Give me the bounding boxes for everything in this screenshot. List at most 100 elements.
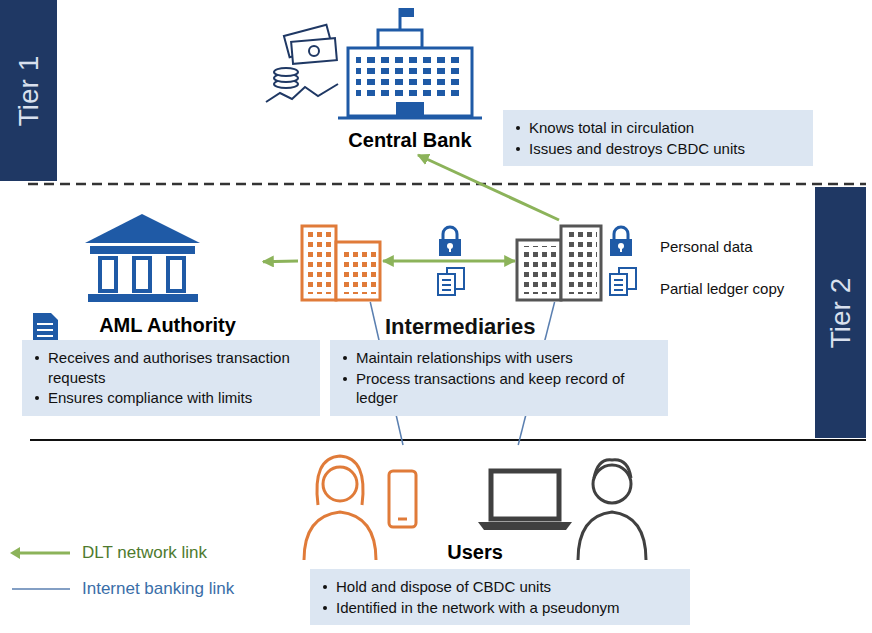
callout-box: Maintain relationships with usersProcess… bbox=[330, 340, 668, 416]
tier-divider bbox=[28, 184, 866, 440]
user-woman-icon-part bbox=[304, 512, 376, 560]
central-bank: Central Bank bbox=[330, 5, 490, 155]
dlt-link bbox=[263, 260, 298, 264]
money-icon bbox=[266, 25, 338, 102]
ledger-icon bbox=[610, 268, 636, 295]
intermediary-building-grey-part bbox=[517, 240, 561, 300]
callout-box: Receives and authorises transaction requ… bbox=[22, 340, 320, 416]
legend-item: DLT network link bbox=[10, 543, 207, 563]
lock-icon-part bbox=[449, 247, 451, 252]
callout-box: Hold and dispose of CBDC unitsIdentified… bbox=[310, 569, 690, 625]
document-icon-part bbox=[37, 323, 53, 325]
laptop-icon-part bbox=[491, 471, 559, 519]
legend-arrowhead bbox=[10, 547, 20, 559]
aml-authority: AML Authority bbox=[28, 205, 263, 340]
node-title: AML Authority bbox=[99, 314, 236, 337]
phone-icon-part bbox=[398, 518, 407, 521]
intermediary-building-orange-part bbox=[306, 232, 333, 294]
bank-icon-part bbox=[338, 117, 482, 120]
legend-text: Internet banking link bbox=[82, 579, 234, 599]
bullet-text: Hold and dispose of CBDC units bbox=[320, 577, 680, 597]
aml-temple-icon-part bbox=[85, 214, 200, 243]
user-man-icon bbox=[578, 460, 646, 560]
bullet-text: Issues and destroys CBDC units bbox=[513, 139, 803, 159]
icon-label: Partial ledger copy bbox=[660, 280, 784, 297]
intermediary-building-grey bbox=[517, 226, 601, 300]
users-group: Users bbox=[295, 445, 655, 567]
bullet-text: Ensures compliance with limits bbox=[32, 388, 310, 408]
lock-icon-part bbox=[610, 239, 632, 256]
intermediary-building bbox=[298, 220, 383, 302]
legend-line bbox=[12, 588, 70, 590]
ledger-icon-part bbox=[610, 274, 627, 295]
intermediary-building-grey-part bbox=[565, 232, 597, 294]
intermediary-building-grey-part bbox=[522, 246, 557, 294]
bullet-text: Maintain relationships with users bbox=[340, 348, 658, 368]
intermediary-building-orange-part bbox=[336, 242, 380, 300]
laptop-icon-part bbox=[478, 522, 572, 530]
ledger-icon-part bbox=[442, 284, 451, 286]
user-woman-icon-part bbox=[323, 467, 357, 501]
bank-icon-part bbox=[348, 48, 472, 116]
lock-icon-part bbox=[443, 227, 457, 239]
aml-temple-icon bbox=[85, 214, 200, 302]
lock-icon-part bbox=[620, 247, 622, 252]
ledger-icon-part bbox=[614, 289, 623, 291]
legend-text: DLT network link bbox=[82, 543, 207, 563]
bullet-text: Receives and authorises transaction requ… bbox=[32, 348, 310, 387]
intermediary-building-grey-part bbox=[561, 226, 601, 300]
aml-temple-icon-part bbox=[100, 258, 116, 291]
money-icon-part bbox=[266, 84, 338, 102]
lock-icon-part bbox=[439, 239, 461, 256]
tier-label: Tier 2 bbox=[825, 277, 857, 348]
legend-line-sample bbox=[10, 582, 72, 596]
group-heading: Intermediaries bbox=[382, 314, 538, 340]
aml-temple-icon-part bbox=[90, 246, 195, 254]
aml-temple-icon-part bbox=[134, 258, 150, 291]
ledger-icon-part bbox=[442, 289, 451, 291]
document-icon-part bbox=[37, 329, 53, 331]
phone-icon bbox=[389, 471, 416, 527]
ledger-icon bbox=[438, 268, 464, 295]
laptop-icon bbox=[478, 471, 572, 530]
callout-box: Knows total in circulationIssues and des… bbox=[503, 110, 813, 166]
intermediary-building-orange-part bbox=[302, 226, 336, 300]
lock-icon-part bbox=[614, 227, 628, 239]
bank-icon-part bbox=[396, 102, 424, 116]
ledger-icon-part bbox=[442, 279, 451, 281]
user-woman-icon bbox=[304, 456, 376, 560]
tier-band: Tier 1 bbox=[0, 0, 57, 181]
node-title: Users bbox=[447, 541, 503, 564]
legend-line-sample bbox=[10, 546, 72, 560]
intermediary-building-orange-part bbox=[341, 248, 376, 294]
lock-icon bbox=[439, 227, 461, 256]
tier-divider-part bbox=[30, 439, 866, 441]
user-man-icon-part bbox=[578, 512, 646, 560]
document-icon-part bbox=[33, 313, 58, 342]
ledger-icon-part bbox=[438, 274, 455, 295]
ledger-icon-part bbox=[614, 284, 623, 286]
bank-icon-part bbox=[400, 8, 414, 17]
money-icon-part bbox=[274, 68, 298, 76]
bullet-text: Knows total in circulation bbox=[513, 118, 803, 138]
document-icon bbox=[33, 313, 58, 342]
bank-icon-part bbox=[378, 30, 422, 48]
bank-icon-part bbox=[356, 56, 464, 100]
bullet-text: Identified in the network with a pseudon… bbox=[320, 598, 680, 618]
tier-divider-part bbox=[28, 183, 866, 186]
aml-temple-icon-part bbox=[168, 258, 184, 291]
bank-icon bbox=[338, 8, 482, 118]
tier-band: Tier 2 bbox=[815, 187, 866, 438]
money-icon-part bbox=[309, 46, 319, 56]
phone-icon-part bbox=[389, 471, 416, 527]
money-icon-part bbox=[291, 38, 337, 64]
aml-temple-icon-part bbox=[88, 294, 198, 302]
icon-label: Personal data bbox=[660, 238, 753, 255]
tier-label: Tier 1 bbox=[13, 55, 45, 126]
bullet-text: Process transactions and keep record of … bbox=[340, 369, 658, 408]
user-man-icon-part bbox=[593, 465, 631, 503]
user-man-icon-part bbox=[594, 460, 631, 478]
ledger-icon-part bbox=[614, 279, 623, 281]
